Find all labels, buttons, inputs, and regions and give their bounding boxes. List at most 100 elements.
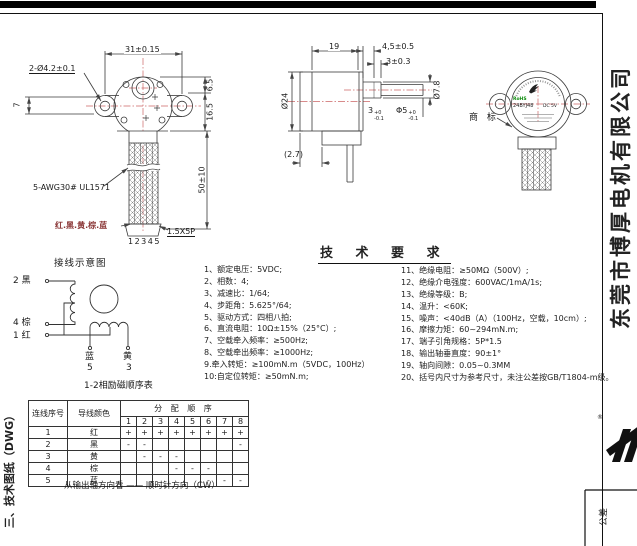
dim-shaft-flat-tolerance: +0-0.1: [374, 110, 384, 122]
tech-item-19: 19、轴向间隙：0.05~0.3MM: [401, 361, 511, 371]
tech-item-13: 13、绝缘等级：B;: [401, 289, 468, 299]
right-border-line: [602, 13, 603, 546]
step-header: 3: [152, 416, 169, 427]
coil-horizontal: [89, 321, 129, 328]
step-header: 7: [216, 416, 233, 427]
tech-item-18: 18、输出轴垂直度：90±1°: [401, 349, 502, 359]
dim-offset-7: 7: [12, 102, 22, 108]
dim-body-dia: Ø24: [280, 92, 290, 110]
tech-item-2: 2、相数：4;: [204, 276, 249, 286]
terminal-label-1-red: 1 红: [13, 331, 31, 341]
terminal-num-3: 3: [126, 363, 132, 373]
terminal-label-4-brown: 4 棕: [13, 318, 31, 328]
terminal-label-yellow: 黄: [123, 352, 133, 362]
tech-item-14: 14、温升：<60K;: [401, 301, 469, 311]
front-view: [25, 51, 211, 237]
dim-mount-holes: 2-Ø4.2±0.1: [29, 64, 76, 75]
rear-view: [486, 70, 590, 191]
header-sequence: 分 配 顺 序: [120, 400, 249, 417]
dim-shaft-dia-tolerance: +0-0.1: [408, 110, 419, 122]
terminal-dot-1: [44, 332, 50, 338]
tech-item-9: 9.牵入转矩：≥100mN.m（5VDC，100Hz）: [204, 360, 370, 370]
lead-wire-numbers: 12345: [128, 237, 161, 246]
sticker-model: 24BYJ48: [513, 102, 534, 109]
title-block: [584, 489, 637, 546]
tech-item-7: 7、空载牵入频率：≥500Hz;: [204, 336, 308, 346]
sheet-section-label: 三、技术图纸（DWG）: [3, 409, 16, 529]
tech-requirements-left: 1、额定电压：5VDC; 2、相数：4; 3、减速比：1/64; 4、步距角：5…: [204, 264, 370, 383]
sticker-rating: DC 5V: [543, 104, 557, 109]
terminal-dot-3: [125, 345, 131, 351]
header-wire-no: 连线序号: [28, 400, 68, 427]
dim-shaft-4-5: 4,5±0.5: [382, 42, 415, 51]
trademark-sticker: [511, 77, 565, 131]
step-header: 8: [232, 416, 249, 427]
tech-item-11: 11、绝缘电阻：≥50MΩ（500V）;: [401, 266, 529, 275]
terminal-dot-5: [87, 345, 93, 351]
top-border-bar: [0, 1, 596, 8]
step-header: 5: [184, 416, 201, 427]
tech-item-4: 4、步距角：5.625°/64;: [204, 300, 292, 310]
wiring-title: 接线示意图: [54, 258, 107, 269]
brand-logo: [606, 427, 637, 462]
side-view: [288, 46, 434, 183]
brand-bird-icon: [529, 84, 539, 94]
dim-shaft-dia-value: Φ5: [396, 106, 408, 115]
step-header: 1: [120, 416, 137, 427]
tech-item-15: 15、噪声：<40dB（A）（100Hz，空载，10cm）;: [401, 313, 587, 323]
sticker-arc-text: [515, 80, 561, 97]
dim-body-length: 19: [328, 42, 341, 52]
wiring-diagram: [44, 278, 131, 351]
sequence-table-caption: 1-2相励磁顺序表: [84, 381, 153, 391]
trademark-label: 商 标: [469, 113, 499, 123]
dim-width-top: 31±0.15: [124, 45, 161, 55]
terminal-label-2-black: 2 黑: [13, 276, 31, 286]
tech-item-20: 20、括号内尺寸为参考尺寸，未注公差按GB/T1804-m级。: [401, 373, 614, 383]
lead-wire-spec: 5-AWG30# UL1571: [33, 183, 111, 192]
tech-item-17: 17、端子引角规格：5P*1.5: [401, 337, 502, 347]
terminal-dot-4: [44, 321, 50, 327]
registered-trademark-symbol: ®: [597, 414, 603, 421]
tech-item-6: 6、直流电阻：10Ω±15%（25°C）;: [204, 324, 337, 334]
dim-boss-dia: Ø7.8: [432, 80, 442, 100]
dim-connector-pitch: 1.5X5P: [167, 227, 196, 238]
dim-lead-length: 50±10: [197, 166, 207, 194]
step-header: 6: [200, 416, 217, 427]
sticker-rohs: RoHS: [513, 97, 527, 102]
top-border-line: [0, 13, 602, 14]
tech-item-3: 3、减速比：1/64;: [204, 288, 270, 298]
terminal-num-5: 5: [87, 363, 93, 373]
dim-ref-2-7: (2.7): [284, 150, 303, 159]
tech-item-8: 8、空载牵出频率：≥1000Hz;: [204, 348, 314, 358]
dim-shaft-dia: Φ5+0-0.1: [396, 106, 418, 122]
step-header: 4: [168, 416, 185, 427]
dim-16-5: 16.5: [205, 103, 215, 121]
company-name-vertical: 东莞市博厚电机有限公司: [609, 65, 633, 329]
tech-requirements-right: 11、绝缘电阻：≥50MΩ（500V）; 12、绝缘介电强度：600VAC/1m…: [401, 265, 614, 384]
dim-shaft-flat: 3+0-0.1: [368, 106, 384, 122]
rotor-circle: [89, 284, 119, 314]
tolerance-block-label: 公差: [599, 507, 610, 527]
header-wire-color: 导线颜色: [67, 400, 121, 427]
tech-item-5: 5、驱动方式：四相八拍;: [204, 312, 292, 322]
tech-requirements-title: 技 术 要 求: [318, 242, 451, 264]
rear-centerlines: [486, 86, 590, 122]
tech-item-12: 12、绝缘介电强度：600VAC/1mA/1s;: [401, 277, 543, 287]
dim-shaft-3: 3±0.3: [386, 57, 411, 66]
terminal-label-blue: 蓝: [85, 352, 95, 362]
rotation-direction-note: 从输出轴方向看 —— 顺时针方向（CW）: [64, 481, 220, 491]
dim-6-5: 6.5: [205, 78, 215, 92]
dim-shaft-flat-value: 3: [368, 106, 374, 115]
tech-item-16: 16、摩擦力矩：60~294mN.m;: [401, 325, 519, 335]
tech-item-1: 1、额定电压：5VDC;: [204, 265, 283, 274]
terminal-dot-2: [44, 278, 50, 284]
tech-item-10: 10:自定位转矩：≥50mN.m;: [204, 372, 309, 382]
